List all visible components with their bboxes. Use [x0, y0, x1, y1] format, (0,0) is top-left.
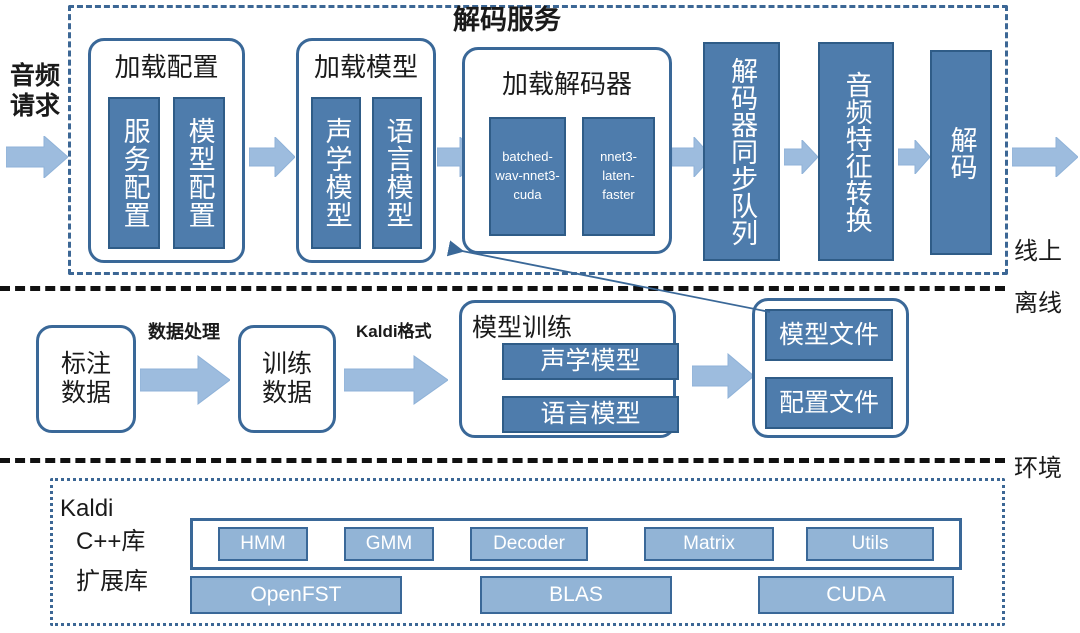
model-load-feedback-arrow-icon — [440, 240, 780, 320]
divider-online-offline — [0, 286, 1005, 291]
lib-blas: BLAS — [480, 576, 672, 614]
node-training-data-label: 训练 数据 — [261, 350, 312, 407]
block-model-file: 模型文件 — [765, 309, 893, 361]
lib-cuda: CUDA — [758, 576, 954, 614]
block-training-language-model: 语言模型 — [502, 396, 679, 433]
lib-gmm: GMM — [344, 527, 434, 561]
lib-matrix: Matrix — [644, 527, 774, 561]
audio-request-label: 音频 请求 — [10, 62, 61, 120]
stage-decode: 解码 — [930, 50, 992, 255]
block-training-acoustic-model: 声学模型 — [502, 343, 679, 380]
row-label-ext-lib: 扩展库 — [76, 568, 148, 595]
group-load-model-title: 加载模型 — [313, 52, 418, 82]
divider-offline-environment — [0, 458, 1005, 463]
stage-audio-feature-transform: 音频特征转换 — [818, 42, 894, 261]
block-acoustic-model: 声学模型 — [311, 97, 361, 249]
node-training-data: 训练 数据 — [238, 325, 336, 433]
group-load-config-title: 加载配置 — [114, 52, 219, 82]
vendor-kaldi-label: Kaldi — [60, 495, 114, 522]
edge-label-kaldi-format: Kaldi格式 — [356, 322, 432, 341]
stage-decoder-sync-queue: 解码器同步队列 — [703, 42, 780, 261]
lib-hmm: HMM — [218, 527, 308, 561]
edge-label-data-processing: 数据处理 — [148, 322, 220, 342]
arrow-feature-to-decode-icon — [898, 140, 930, 174]
decoding-service-title: 解码服务 — [453, 5, 561, 35]
block-service-config: 服务配置 — [108, 97, 160, 249]
offline-label: 离线 — [1014, 290, 1062, 317]
block-model-config: 模型配置 — [173, 97, 225, 249]
online-section-container — [68, 5, 1008, 275]
node-labeled-data-label: 标注 数据 — [60, 350, 111, 407]
lib-openfst: OpenFST — [190, 576, 402, 614]
block-language-model: 语言模型 — [372, 97, 422, 249]
block-batched-wav-nnet3-cuda: batched-wav-nnet3-cuda — [489, 117, 566, 236]
arrow-queue-to-feature-icon — [784, 140, 818, 174]
row-label-cpp-lib: C++库 — [76, 528, 146, 555]
node-labeled-data: 标注 数据 — [36, 325, 136, 433]
lib-utils: Utils — [806, 527, 934, 561]
arrow-training-to-artifacts-icon — [692, 353, 754, 399]
environment-label: 环境 — [1014, 455, 1062, 482]
arrow-training-to-model-icon — [344, 355, 448, 405]
group-load-decoder-title: 加载解码器 — [501, 69, 632, 99]
online-label: 线上 — [1014, 238, 1062, 265]
lib-decoder: Decoder — [470, 527, 588, 561]
environment-section-container — [50, 478, 1005, 626]
exit-arrow-icon — [1012, 137, 1078, 177]
group-model-training-title: 模型训练 — [472, 314, 573, 342]
block-nnet3-laten-faster: nnet3-laten-faster — [582, 117, 655, 236]
entry-arrow-icon — [6, 136, 68, 178]
arrow-config-to-model-icon — [249, 137, 295, 177]
arrow-labeled-to-training-icon — [140, 355, 230, 405]
block-config-file: 配置文件 — [765, 377, 893, 429]
